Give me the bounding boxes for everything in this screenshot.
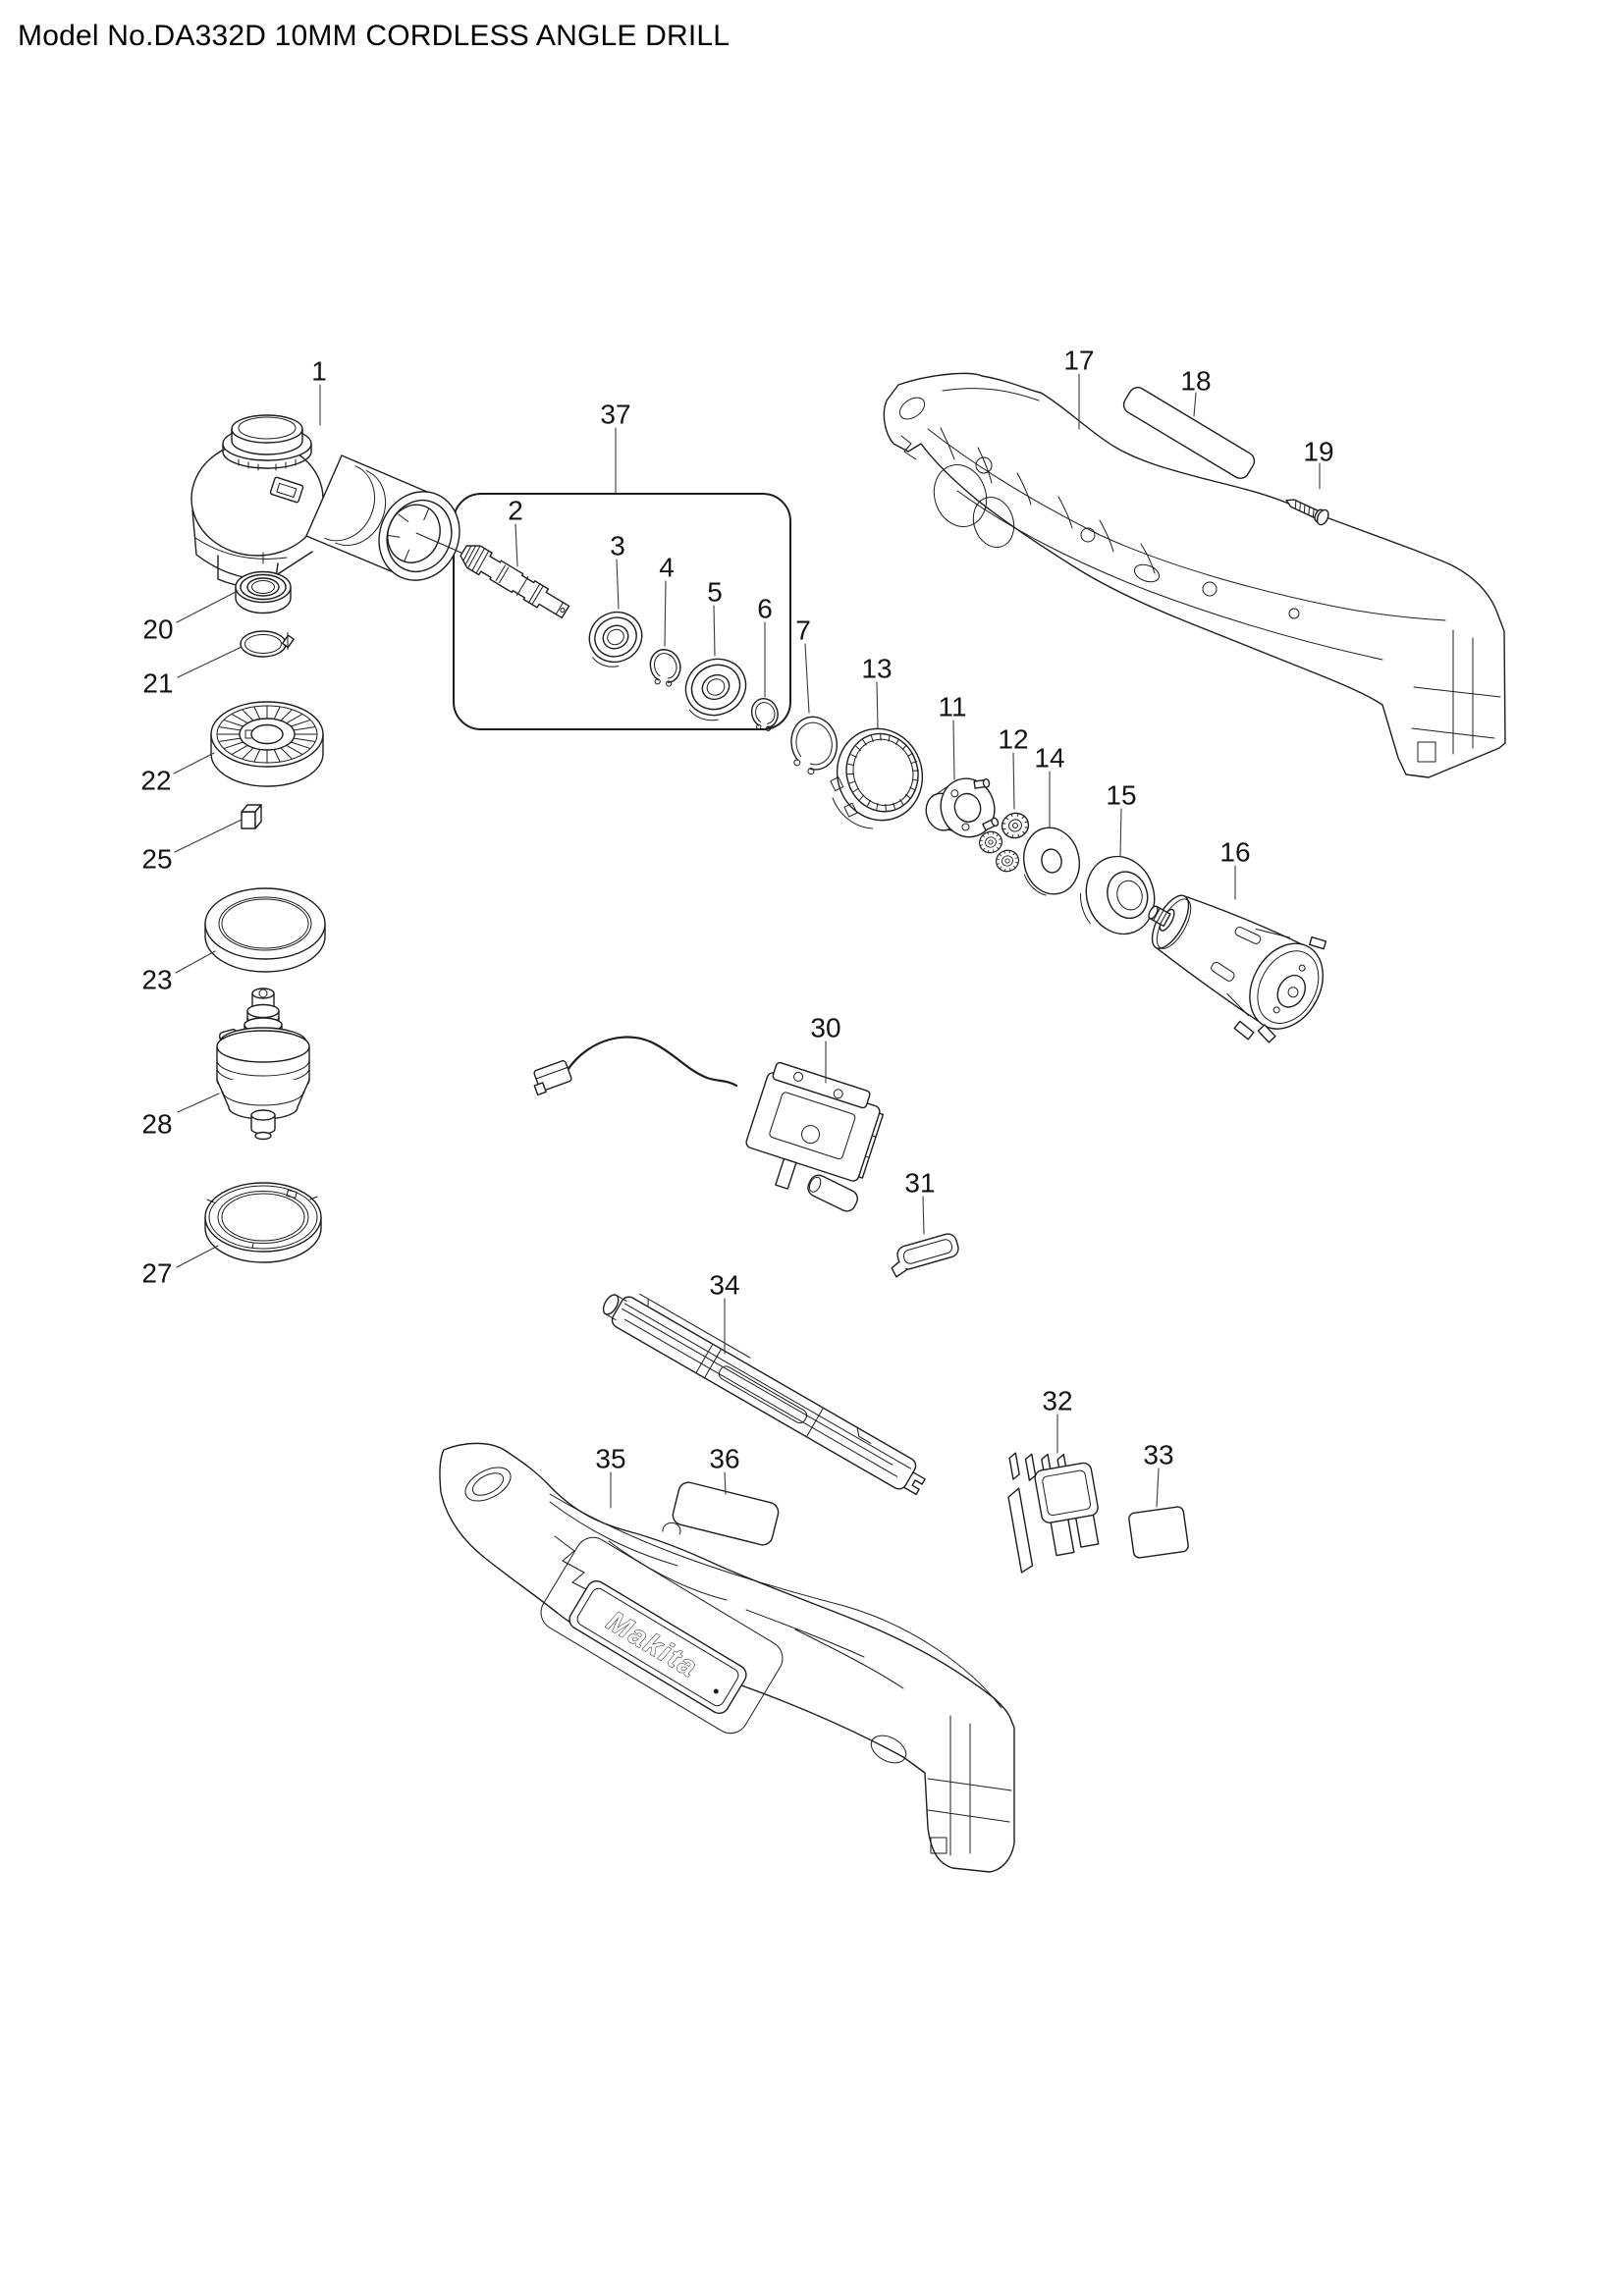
part-11-gear-carrier (925, 777, 1000, 838)
part-label-34: 34 (709, 1270, 739, 1301)
part-37-shaft-kit-box (453, 493, 791, 730)
part-13-internal-ring-gear (830, 727, 924, 829)
part-label-1: 1 (311, 356, 327, 387)
part-number-labels-layer: 1234567111213141516171819202122232527283… (140, 346, 1334, 1509)
part-label-23: 23 (141, 965, 172, 995)
leader-line-25 (174, 819, 243, 853)
part-27-lock-ring (204, 1182, 322, 1263)
part-label-4: 4 (659, 553, 675, 583)
part-33-label-sticker (1128, 1506, 1189, 1559)
page-title: Model No.DA332D 10MM CORDLESS ANGLE DRIL… (18, 20, 731, 52)
part-label-36: 36 (709, 1444, 739, 1474)
part-label-21: 21 (142, 668, 173, 699)
part-label-37: 37 (600, 400, 630, 430)
leader-line-28 (177, 1093, 220, 1113)
leader-line-20 (176, 590, 239, 623)
leader-line-22 (173, 752, 215, 774)
leader-line-13 (876, 681, 879, 729)
leader-line-4 (664, 580, 667, 647)
part-4-snap-ring (649, 649, 681, 687)
part-label-32: 32 (1042, 1386, 1072, 1416)
part-label-28: 28 (141, 1109, 172, 1140)
leader-line-15 (1119, 808, 1122, 857)
part-label-16: 16 (1219, 837, 1250, 868)
part-label-30: 30 (810, 1013, 840, 1043)
part-label-25: 25 (141, 844, 172, 875)
part-label-17: 17 (1063, 346, 1094, 376)
part-28-drill-chuck-assembly (216, 988, 310, 1141)
part-label-2: 2 (508, 496, 523, 526)
assembly-axis-line (415, 532, 464, 555)
part-15-rubber-bushing (1080, 855, 1156, 935)
leader-line-31 (922, 1196, 925, 1235)
part-14-flat-washer (1023, 827, 1080, 896)
part-label-27: 27 (141, 1258, 172, 1289)
part-label-12: 12 (998, 724, 1028, 755)
leader-line-33 (1156, 1468, 1160, 1508)
part-label-6: 6 (757, 594, 773, 624)
part-5-ball-bearing (684, 658, 747, 721)
part-22-spiral-bevel-gear (210, 701, 324, 787)
part-19-tapping-screw (1285, 499, 1329, 526)
leader-line-21 (177, 646, 243, 678)
part-1-angle-head-assembly (190, 414, 464, 588)
part-label-35: 35 (595, 1444, 625, 1474)
part-18-label-sticker (1122, 387, 1256, 479)
part-21-retaining-clamp (240, 630, 295, 658)
leader-line-7 (804, 643, 810, 714)
part-6-snap-ring (750, 698, 779, 731)
part-30-switch-with-lead-wire (533, 1036, 885, 1212)
part-label-15: 15 (1106, 780, 1136, 811)
leader-line-36 (724, 1471, 727, 1495)
part-label-19: 19 (1303, 437, 1333, 467)
part-32-terminal-block (1007, 1452, 1100, 1574)
leader-line-3 (616, 559, 620, 610)
part-7-retaining-ring (790, 716, 839, 775)
part-label-5: 5 (707, 577, 723, 608)
leader-line-27 (176, 1245, 219, 1268)
part-16-dc-motor (1148, 894, 1327, 1043)
leader-line-2 (514, 523, 518, 567)
part-20-ball-bearing (235, 570, 292, 614)
part-label-18: 18 (1180, 366, 1211, 397)
part-31-switch-button (891, 1233, 959, 1278)
part-label-3: 3 (610, 531, 625, 561)
part-25-key-block (241, 804, 262, 829)
leader-line-18 (1193, 392, 1197, 417)
leader-line-5 (713, 605, 716, 657)
part-label-13: 13 (861, 654, 892, 684)
part-34-slide-bar (602, 1293, 926, 1496)
part-label-22: 22 (140, 766, 171, 796)
leader-line-12 (1012, 752, 1015, 810)
part-label-20: 20 (142, 614, 173, 645)
part-23-ring (204, 887, 326, 973)
part-label-33: 33 (1143, 1440, 1173, 1470)
part-label-7: 7 (795, 615, 811, 646)
part-2-spindle-shaft (460, 545, 570, 619)
leader-line-23 (175, 950, 216, 974)
part-36-label-sticker (672, 1481, 780, 1546)
leader-line-11 (952, 720, 955, 780)
part-label-11: 11 (938, 692, 966, 722)
part-3-ball-bearing (588, 611, 643, 667)
part-label-14: 14 (1034, 743, 1064, 774)
part-label-31: 31 (904, 1168, 935, 1199)
